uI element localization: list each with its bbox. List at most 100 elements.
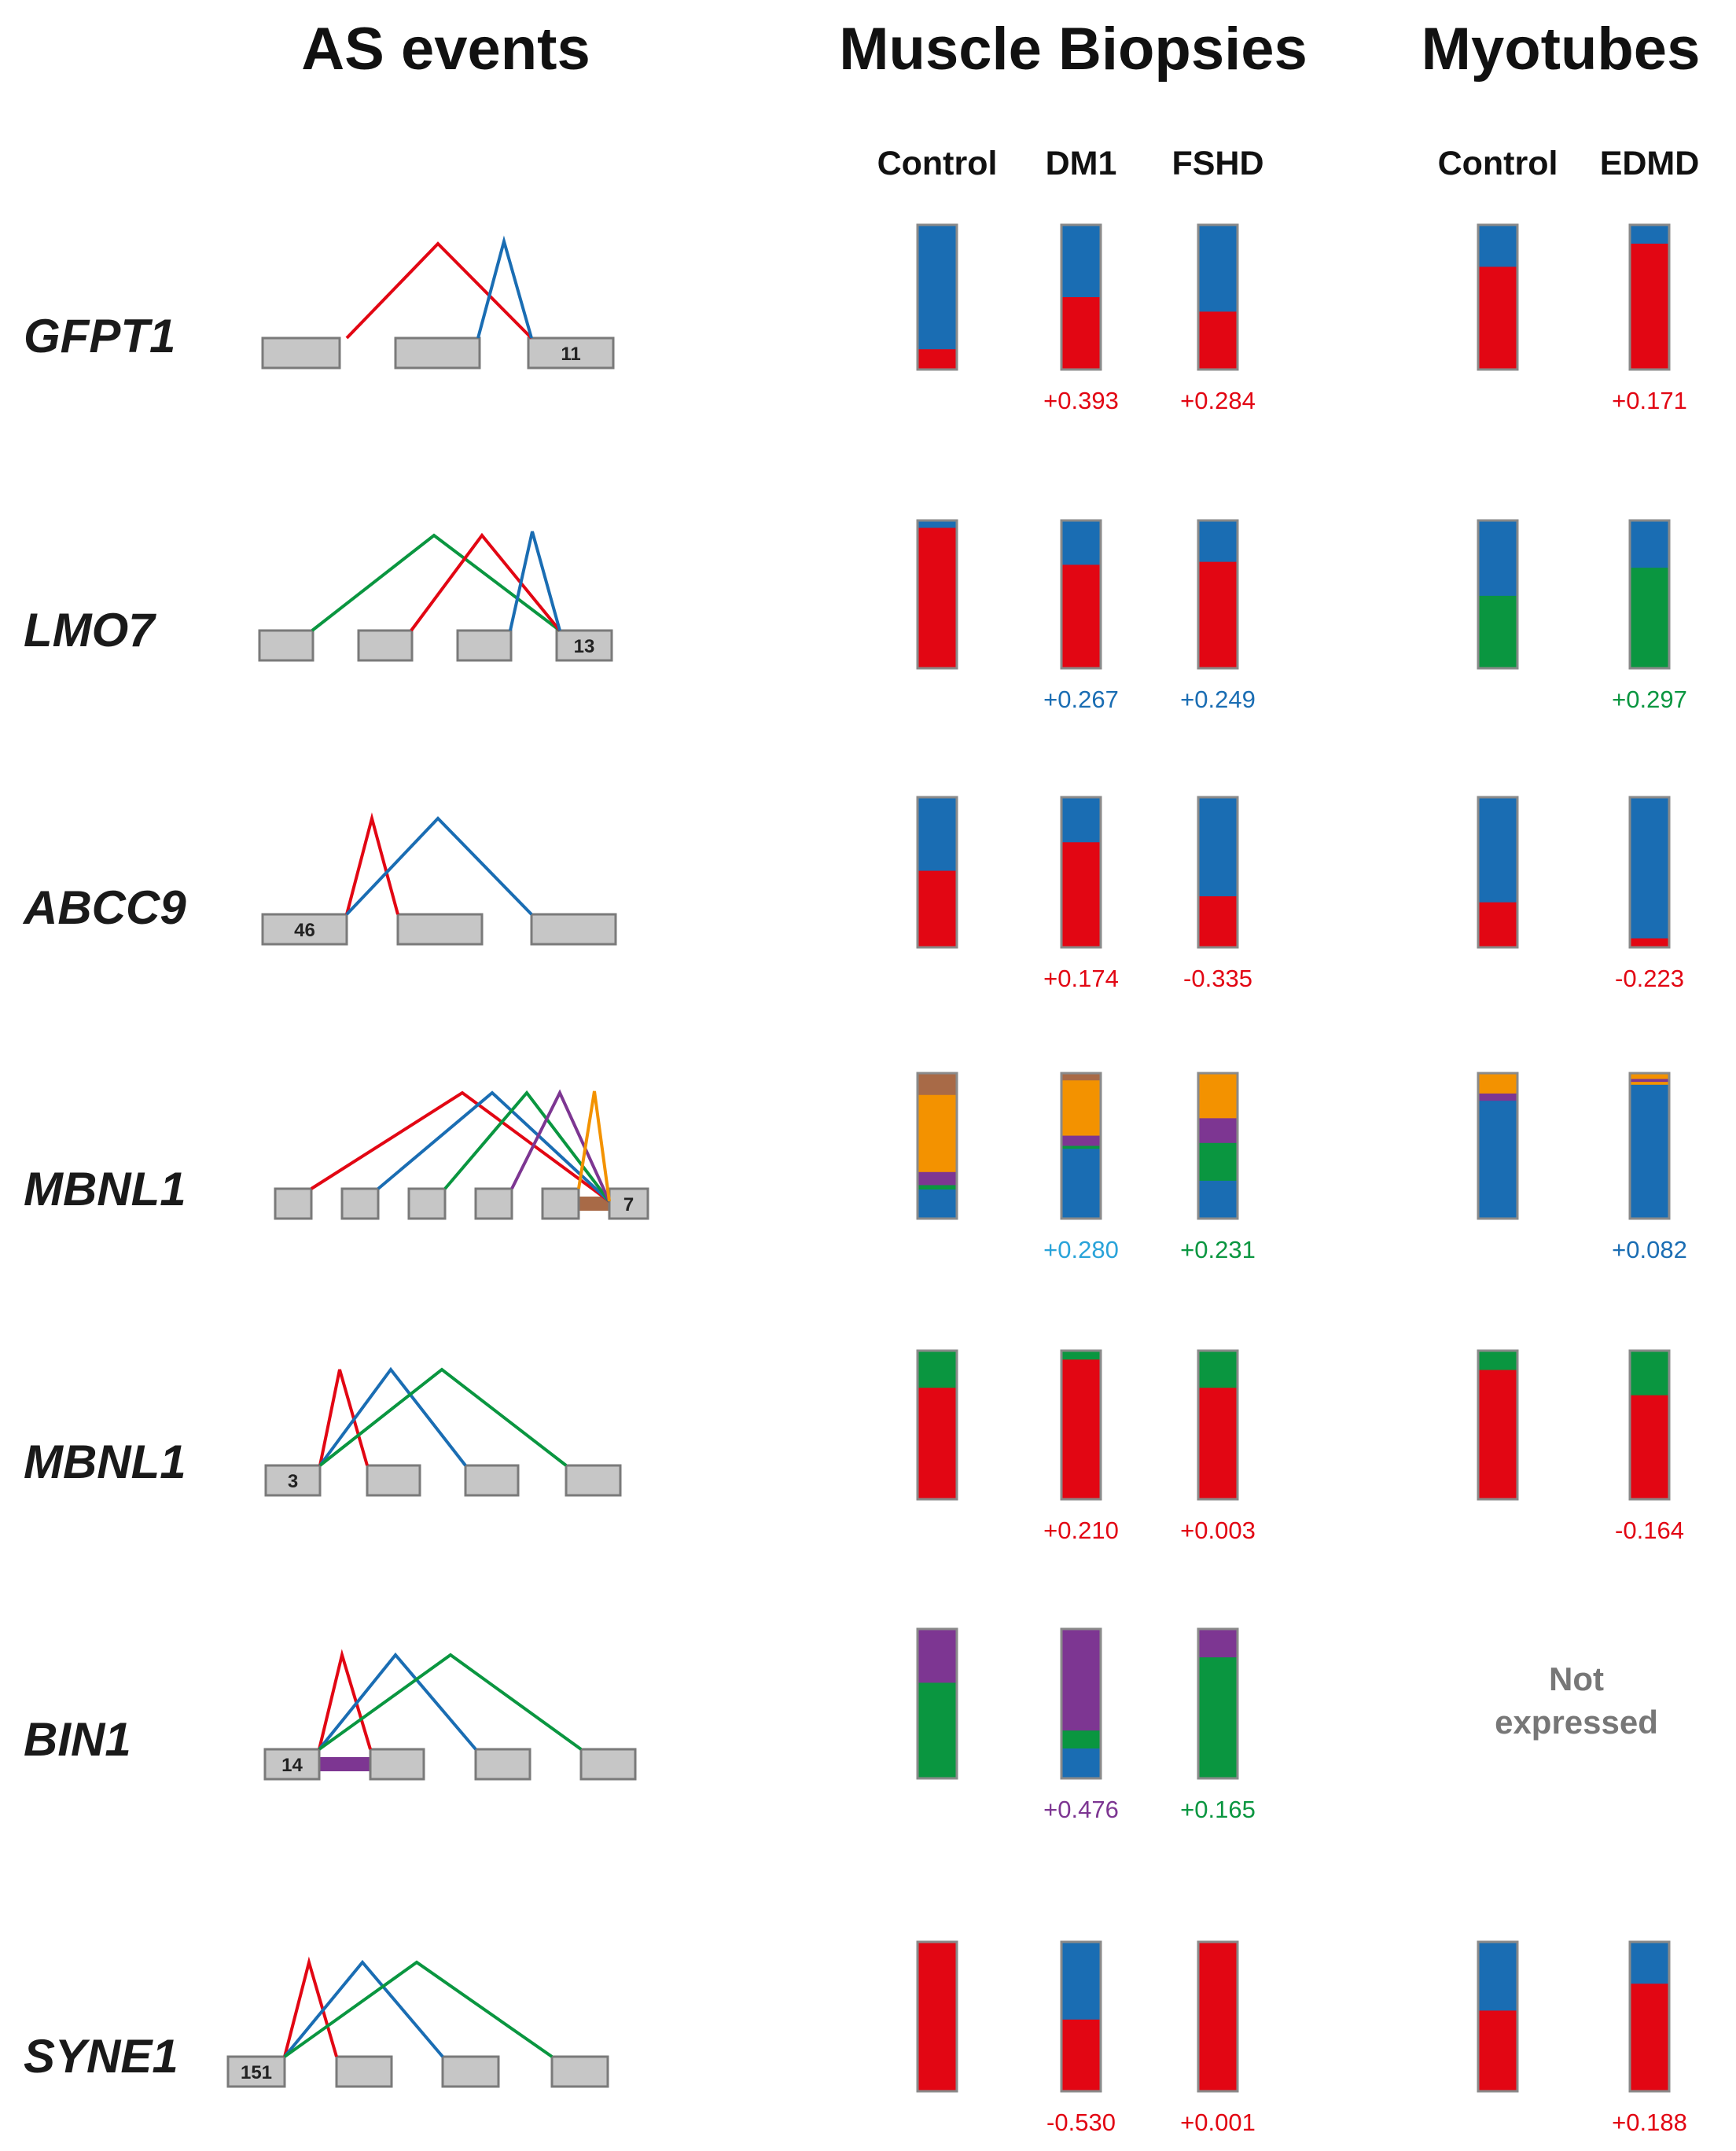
bar-segment-blue <box>1061 797 1101 843</box>
exon-number-label: 151 <box>241 2062 272 2083</box>
bar-outline <box>1628 796 1671 949</box>
exon-box <box>274 1187 313 1220</box>
splice-junction-line <box>509 531 561 631</box>
splice-junction-line <box>318 1369 369 1466</box>
exon-box <box>541 1187 580 1220</box>
bar-outline <box>1477 1072 1519 1220</box>
bar-segment-red <box>1061 842 1101 948</box>
exon-box <box>261 336 341 370</box>
bar-segment-blue <box>1061 1149 1101 1219</box>
bar-segment-orange <box>1061 1080 1101 1137</box>
bar-segment-green <box>1061 1145 1101 1149</box>
bar-segment-orange <box>1630 1082 1669 1086</box>
condition-label-fshd: FSHD <box>1171 145 1263 182</box>
delta-psi-label: +0.249 <box>1180 686 1256 713</box>
splice-junction-line <box>377 1090 611 1203</box>
exon-box <box>261 913 348 946</box>
header-as-events: AS events <box>301 16 590 83</box>
bar-outline <box>1477 1349 1519 1501</box>
splice-junction-line <box>318 1366 467 1467</box>
bar-segment-blue <box>1478 520 1517 597</box>
bar-outline <box>916 223 958 371</box>
splice-junction-line <box>318 1652 477 1751</box>
stacked-bar: -0.223 <box>1615 796 1684 992</box>
stacked-bar: -0.335 <box>1183 796 1252 992</box>
splicing-schematic: 46 <box>261 812 617 946</box>
bar-segment-red <box>1630 1984 1669 2092</box>
splice-junction-line <box>345 812 399 915</box>
exon-box <box>456 629 513 662</box>
delta-psi-label: +0.476 <box>1043 1796 1119 1823</box>
bar-segment-blue <box>1630 225 1669 245</box>
bar-outline <box>1197 1072 1239 1220</box>
bar-outline <box>1197 1940 1239 2093</box>
header-myotubes: Myotubes <box>1422 16 1701 83</box>
splicing-schematic: 13 <box>258 531 613 662</box>
bar-outline <box>1477 1940 1519 2093</box>
stacked-bar: +0.267 <box>1043 519 1119 713</box>
bar-segment-green <box>1630 568 1669 669</box>
stacked-bar: +0.165 <box>1180 1627 1256 1823</box>
bar-segment-red <box>1478 2010 1517 2092</box>
bar-segment-blue <box>1061 1748 1101 1779</box>
exon-box <box>369 1748 425 1781</box>
bar-outline <box>916 1627 958 1780</box>
stacked-bar <box>1477 796 1519 949</box>
bar-segment-red <box>918 870 957 948</box>
bar-segment-red <box>1198 1942 1238 2092</box>
bar-segment-blue <box>918 225 957 350</box>
splice-junction-line <box>410 532 561 632</box>
bar-segment-purple <box>1061 1135 1101 1146</box>
splice-junction-line <box>318 1649 372 1750</box>
stacked-bar <box>916 519 958 670</box>
delta-psi-label: +0.284 <box>1180 387 1256 414</box>
stacked-bar: +0.210 <box>1043 1349 1119 1544</box>
stacked-bar <box>1477 519 1519 670</box>
bar-segment-red <box>1630 938 1669 948</box>
bar-segment-red <box>918 528 957 669</box>
bar-segment-red <box>1478 902 1517 948</box>
bar-segment-blue <box>918 520 957 528</box>
bar-segment-red <box>918 1388 957 1500</box>
condition-label-myotube-control: Control <box>1438 145 1558 182</box>
bar-segment-orange <box>1630 1073 1669 1079</box>
bar-segment-red <box>918 1942 957 2092</box>
bar-outline <box>1628 1940 1671 2093</box>
delta-psi-label: +0.297 <box>1612 686 1687 713</box>
splice-junction-line <box>345 241 533 340</box>
splice-junction-line <box>310 1090 611 1203</box>
bar-segment-blue <box>918 1189 957 1219</box>
delta-psi-label: +0.001 <box>1180 2109 1256 2136</box>
bar-segment-purple <box>918 1171 957 1186</box>
exon-box <box>550 2055 609 2088</box>
bar-outline <box>1060 1072 1102 1220</box>
bar-outline <box>1477 223 1519 371</box>
bar-outline <box>1060 1627 1102 1780</box>
gene-label: MBNL1 <box>24 1163 186 1215</box>
bar-outline <box>1628 1072 1671 1220</box>
splice-junction-line <box>476 235 533 339</box>
bar-outline <box>1060 1940 1102 2093</box>
delta-psi-label: +0.267 <box>1043 686 1119 713</box>
stacked-bar: +0.188 <box>1612 1940 1687 2136</box>
bar-segment-green <box>1478 1351 1517 1371</box>
bar-segment-blue <box>1630 520 1669 568</box>
bar-segment-brown <box>1061 1073 1101 1081</box>
bar-segment-orange <box>1478 1073 1517 1094</box>
stacked-bar: -0.530 <box>1046 1940 1116 2136</box>
stacked-bar: +0.082 <box>1612 1072 1687 1263</box>
bar-segment-green <box>1198 1657 1238 1779</box>
gene-label: SYNE1 <box>24 2030 178 2083</box>
bar-segment-red <box>1198 1388 1238 1500</box>
bar-segment-green <box>1478 595 1517 669</box>
stacked-bar <box>1477 1940 1519 2093</box>
stacked-bar: -0.164 <box>1615 1349 1684 1544</box>
condition-label-biopsy-control: Control <box>877 145 998 182</box>
header-muscle-biopsies: Muscle Biopsies <box>839 16 1308 83</box>
bar-outline <box>1060 796 1102 949</box>
bar-segment-green <box>918 1351 957 1388</box>
exon-number-label: 14 <box>281 1755 303 1776</box>
bar-segment-green <box>918 1185 957 1190</box>
bar-segment-brown <box>918 1073 957 1096</box>
